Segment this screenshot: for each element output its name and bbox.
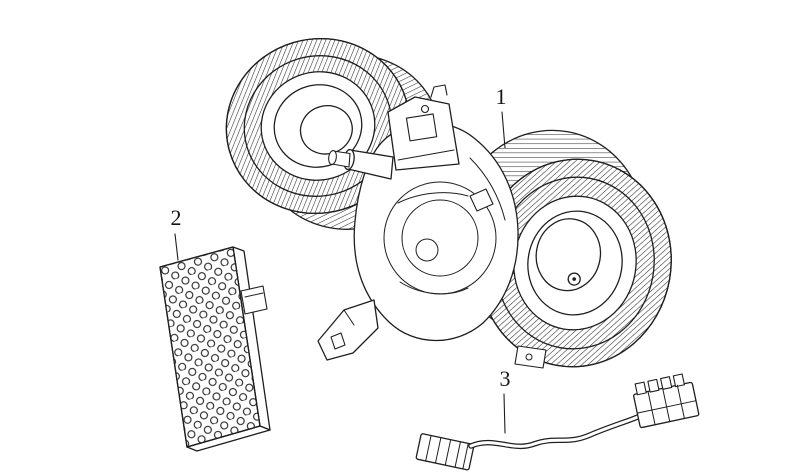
cable-harness-illustration (415, 373, 700, 471)
leader-line-part-1 (501, 111, 506, 149)
cable-connector-right (633, 373, 700, 429)
part-label-2: 2 (170, 205, 182, 230)
resistor-card-illustration (159, 246, 271, 452)
leader-line-part-3 (503, 393, 506, 434)
part-label-1: 1 (495, 84, 507, 109)
leader-line-part-2 (174, 233, 179, 261)
cable-connector-left (415, 433, 475, 471)
part-label-3: 3 (499, 366, 511, 391)
motor-housing-illustration (317, 84, 547, 369)
